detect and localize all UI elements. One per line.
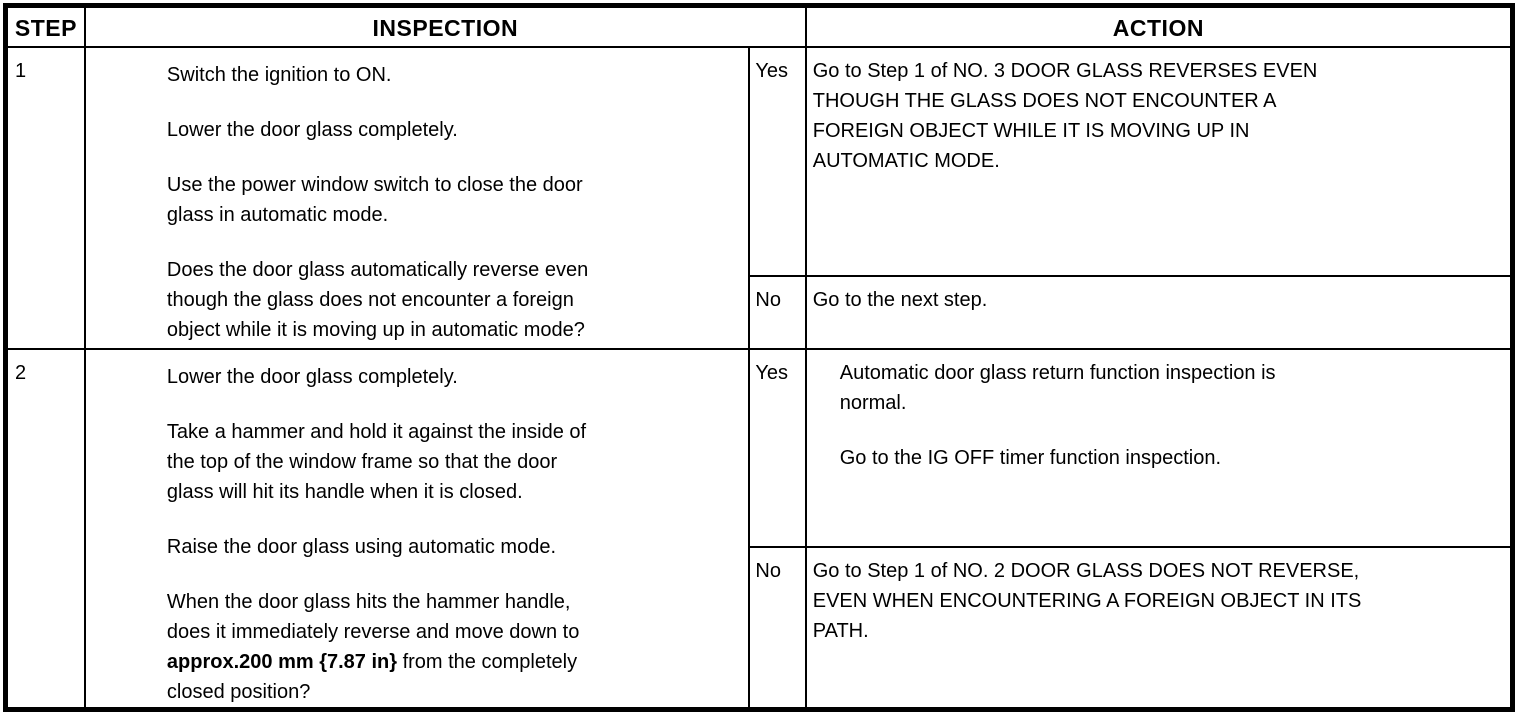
- inspection-bullet: Switch the ignition to ON.: [134, 60, 741, 90]
- action-bullet: Go to the IG OFF timer function inspecti…: [813, 443, 1506, 473]
- troubleshooting-table: STEP INSPECTION ACTION 1 Switch the igni…: [3, 3, 1515, 712]
- action-bullet-text: Go to the IG OFF timer function inspecti…: [839, 447, 1222, 469]
- inspection-bullet: Raise the door glass using automatic mod…: [134, 532, 741, 562]
- column-header-step: STEP: [4, 4, 86, 48]
- inspection-bullet-text: Switch the ignition to ON.: [166, 64, 392, 86]
- inspection-bullet: Does the door glass automatically revers…: [134, 255, 741, 345]
- action-cell: Go to Step 1 of NO. 3 DOOR GLASS REVERSE…: [804, 46, 1514, 277]
- inspection-cell: Lower the door glass completely. Take a …: [83, 348, 751, 711]
- inspection-bullet-text: Lower the door glass completely.: [166, 119, 458, 141]
- inspection-bullet: When the door glass hits the hammer hand…: [134, 587, 741, 707]
- table-row: No Go to Step 1 of NO. 2 DOOR GLASS DOES…: [6, 545, 1514, 711]
- inspection-bullet-text: Raise the door glass using automatic mod…: [166, 536, 557, 558]
- inspection-cell: Switch the ignition to ON. Lower the doo…: [83, 46, 751, 350]
- yes-label: Yes: [748, 46, 807, 277]
- table-row: No Go to the next step.: [6, 275, 1514, 350]
- inspection-bullet: Use the power window switch to close the…: [134, 170, 741, 230]
- column-header-inspection: INSPECTION: [83, 4, 807, 48]
- action-cell: Automatic door glass return function ins…: [804, 348, 1514, 548]
- inspection-bullet: Lower the door glass completely.: [134, 362, 741, 392]
- action-text: Go to Step 1 of NO. 3 DOOR GLASS REVERSE…: [812, 60, 1318, 172]
- table-row: 2 Lower the door glass completely. Take …: [4, 348, 1514, 711]
- column-header-action: ACTION: [804, 4, 1514, 48]
- action-cell: Go to the next step.: [804, 275, 1514, 350]
- no-label: No: [748, 275, 807, 350]
- inspection-bullet-text: Does the door glass automatically revers…: [166, 259, 589, 341]
- bold-measurement: approx.200 mm {7.87 in}: [166, 651, 398, 673]
- action-text: Go to the next step.: [812, 289, 988, 311]
- action-cell: Go to Step 1 of NO. 2 DOOR GLASS DOES NO…: [804, 545, 1514, 711]
- action-text: Go to Step 1 of NO. 2 DOOR GLASS DOES NO…: [812, 559, 1362, 642]
- action-bullet: Automatic door glass return function ins…: [813, 358, 1506, 418]
- inspection-bullet: Take a hammer and hold it against the in…: [134, 417, 741, 507]
- inspection-bullet-text: Lower the door glass completely.: [166, 366, 458, 388]
- table-row: 1 Switch the ignition to ON. Lower the d…: [4, 46, 1514, 350]
- step-number: 1: [4, 46, 86, 350]
- inspection-bullet-text: Take a hammer and hold it against the in…: [166, 421, 587, 503]
- action-bullet-text: Automatic door glass return function ins…: [839, 362, 1276, 414]
- step-number: 2: [4, 348, 86, 711]
- yes-label: Yes: [748, 348, 807, 548]
- inspection-bullet-text: Use the power window switch to close the…: [166, 174, 583, 226]
- no-label: No: [748, 545, 807, 711]
- inspection-bullet-text: When the door glass hits the hammer hand…: [166, 591, 580, 703]
- inspection-bullet: Lower the door glass completely.: [134, 115, 741, 145]
